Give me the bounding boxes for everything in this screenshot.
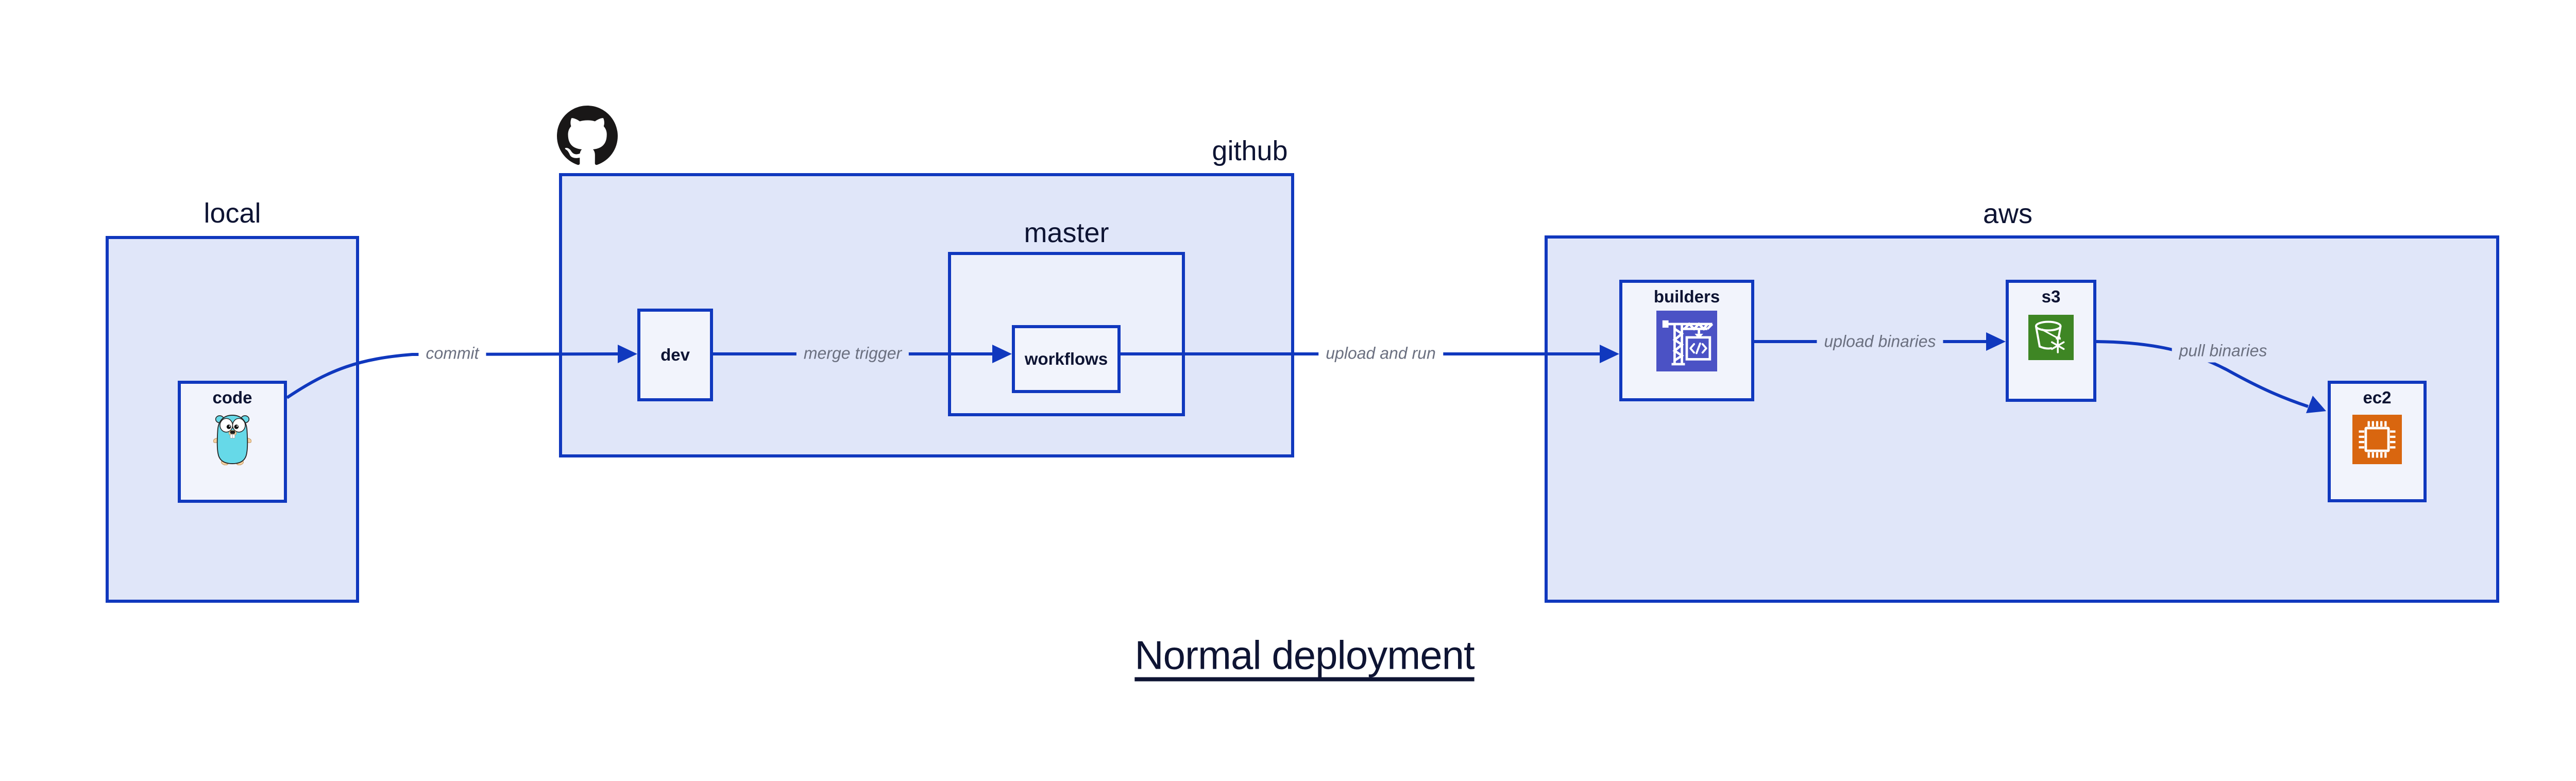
edge-upload-binaries-label: upload binaries: [1817, 330, 1943, 353]
s3-node: s3: [2006, 280, 2096, 402]
workflows-node-label: workflows: [1024, 349, 1108, 368]
ec2-node: ec2: [2328, 381, 2427, 502]
edge-commit-label: commit: [418, 342, 486, 365]
builders-node: builders: [1619, 280, 1754, 401]
workflows-node: workflows: [1012, 325, 1121, 393]
dev-node-label: dev: [660, 345, 690, 364]
dev-node: dev: [637, 309, 713, 401]
ec2-node-label: ec2: [2363, 388, 2392, 407]
go-gopher-icon: [213, 415, 251, 465]
aws-codebuild-crane-icon: [1656, 311, 1717, 371]
master-container-label: master: [1024, 217, 1109, 248]
github-octocat-icon: [557, 106, 618, 165]
local-container-label: local: [204, 198, 261, 229]
edge-merge-trigger-label: merge trigger: [796, 342, 909, 365]
aws-ec2-chip-icon: [2352, 415, 2402, 464]
code-node: code: [178, 381, 287, 503]
aws-s3-bucket-snowflake-icon: [2028, 315, 2074, 360]
github-container-label: github: [1212, 135, 1288, 166]
diagram-title: Normal deployment: [1134, 632, 1475, 678]
builders-node-label: builders: [1653, 287, 1720, 306]
code-node-label: code: [212, 388, 252, 407]
edge-pull-binaries-label: pull binaries: [2172, 339, 2275, 363]
aws-container-label: aws: [1982, 198, 2033, 229]
s3-node-label: s3: [2041, 287, 2061, 306]
edge-upload-and-run-label: upload and run: [1318, 342, 1443, 365]
